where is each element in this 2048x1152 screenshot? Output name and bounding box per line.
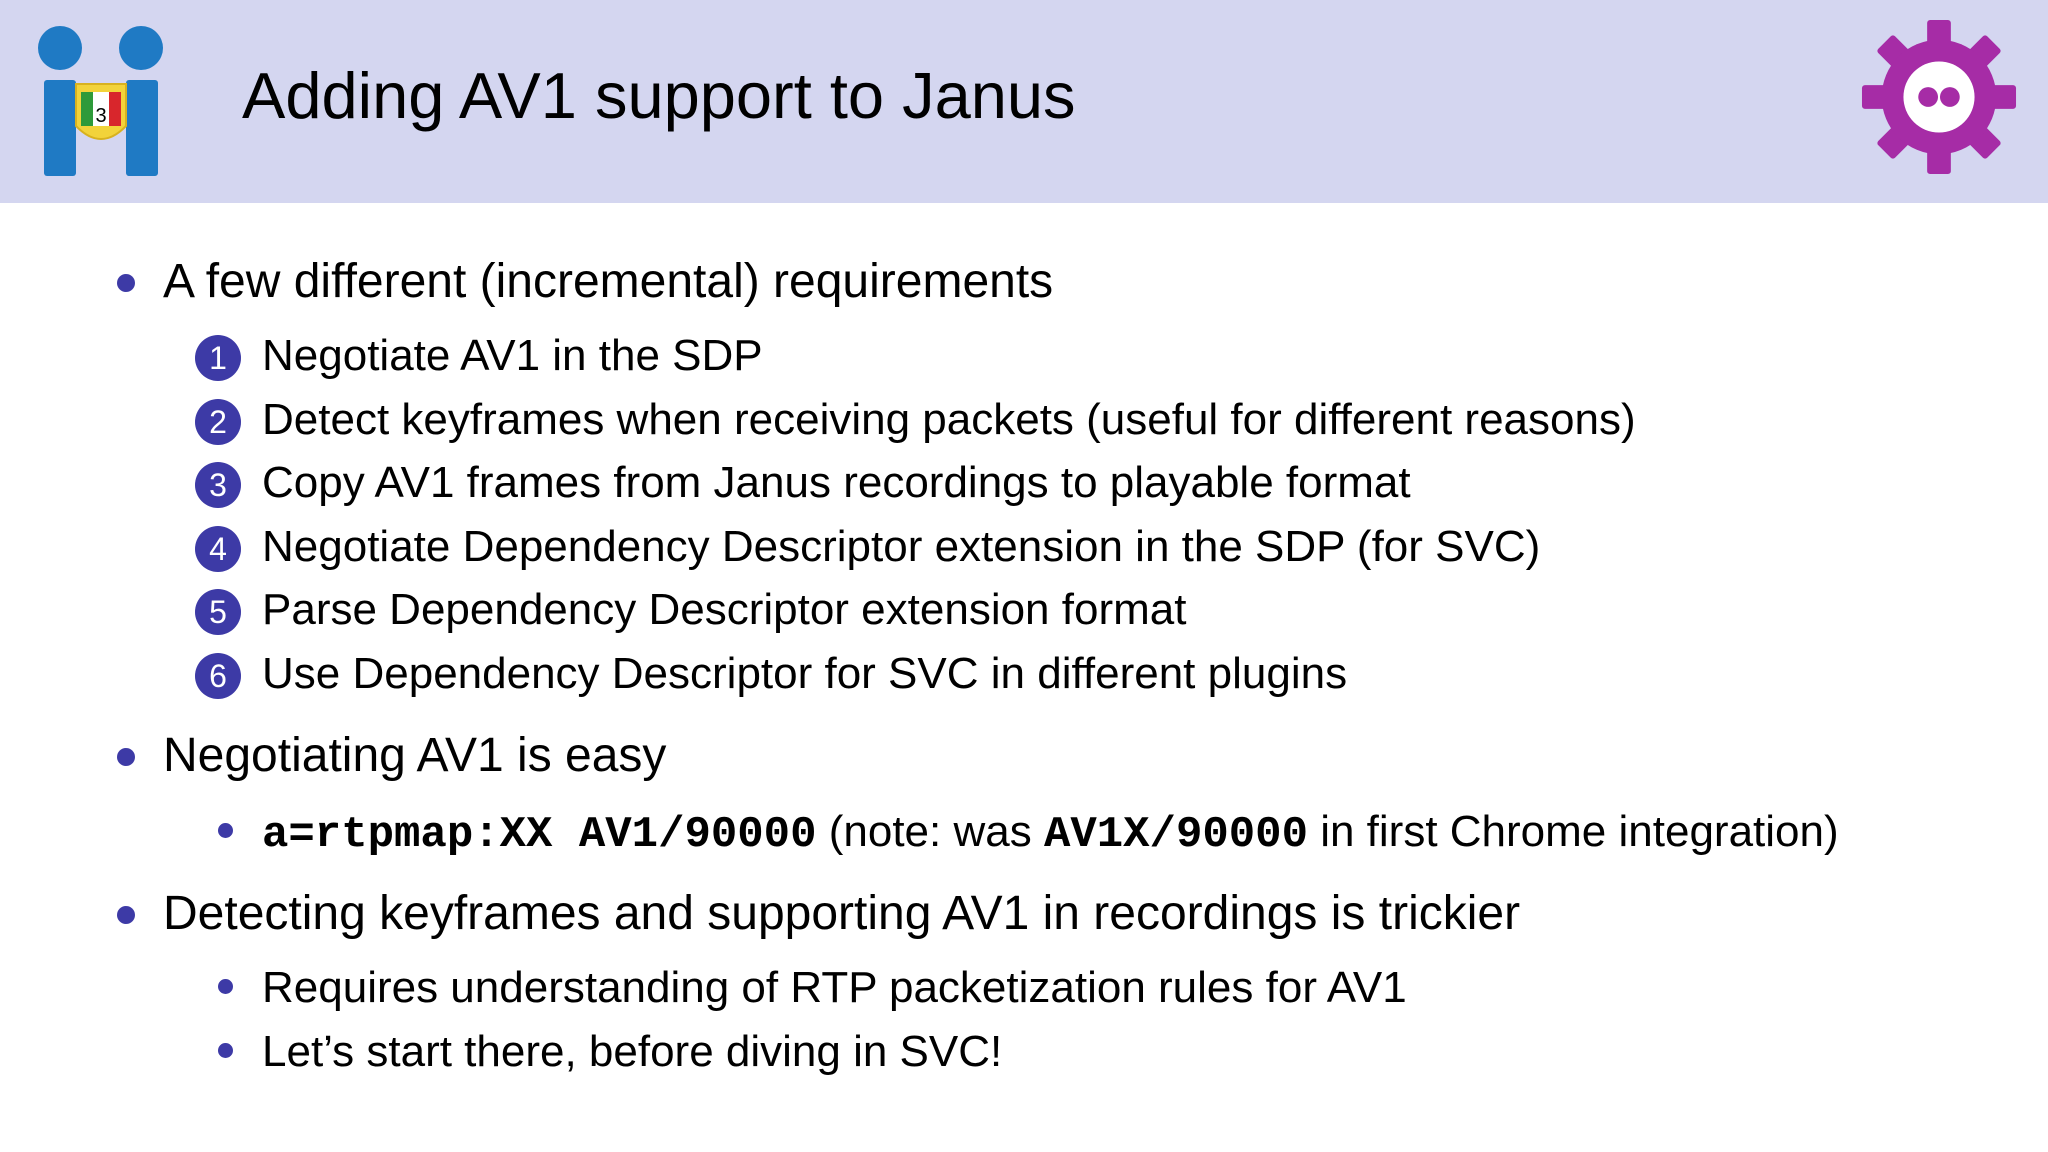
requirement-item-3: Copy AV1 frames from Janus recordings to… xyxy=(262,458,1411,507)
number-badge-1: 1 xyxy=(195,335,241,381)
number-badge-6: 6 xyxy=(195,653,241,699)
bullet-dot xyxy=(117,748,135,766)
bullet-dot xyxy=(117,906,135,924)
number-badge-5: 5 xyxy=(195,589,241,635)
sub-bullet-dot xyxy=(218,1043,233,1058)
requirement-item-4: Negotiate Dependency Descriptor extensio… xyxy=(262,522,1541,571)
requirement-item-5: Parse Dependency Descriptor extension fo… xyxy=(262,585,1187,634)
sub-bullet-dot xyxy=(218,823,233,838)
rtpmap-note-end: in first Chrome integration) xyxy=(1307,807,1839,856)
bullet-3-text: Detecting keyframes and supporting AV1 i… xyxy=(163,887,1521,940)
requirement-item-1: Negotiate AV1 in the SDP xyxy=(262,331,763,380)
sub-item-start-there: Let’s start there, before diving in SVC! xyxy=(262,1027,1003,1076)
number-badge-2: 2 xyxy=(195,399,241,445)
number-badge-4: 4 xyxy=(195,526,241,572)
slide-title: Adding AV1 support to Janus xyxy=(242,59,1076,132)
bullet-dot xyxy=(117,274,135,292)
bullet-1-text: A few different (incremental) requiremen… xyxy=(163,255,1054,308)
rtpmap-note: a=rtpmap:XX AV1/90000 (note: was AV1X/90… xyxy=(262,806,1839,861)
number-badge-3: 3 xyxy=(195,462,241,508)
requirement-item-2: Detect keyframes when receiving packets … xyxy=(262,395,1636,444)
bullet-2-text: Negotiating AV1 is easy xyxy=(163,729,667,782)
slide-header: 3 Adding AV1 support to Janus xyxy=(0,0,2048,203)
sub-bullet-dot xyxy=(218,979,233,994)
requirement-item-6: Use Dependency Descriptor for SVC in dif… xyxy=(262,649,1348,698)
rtpmap-code: a=rtpmap:XX AV1/90000 xyxy=(262,810,817,860)
sub-item-rtp-rules: Requires understanding of RTP packetizat… xyxy=(262,963,1407,1012)
gear-icon xyxy=(1861,19,2017,175)
meetecho-logo-icon: 3 xyxy=(38,26,163,176)
logo-badge-text: 3 xyxy=(95,105,106,127)
rtpmap-note-mid: (note: was xyxy=(816,807,1044,856)
av1x-code: AV1X/90000 xyxy=(1043,810,1308,860)
